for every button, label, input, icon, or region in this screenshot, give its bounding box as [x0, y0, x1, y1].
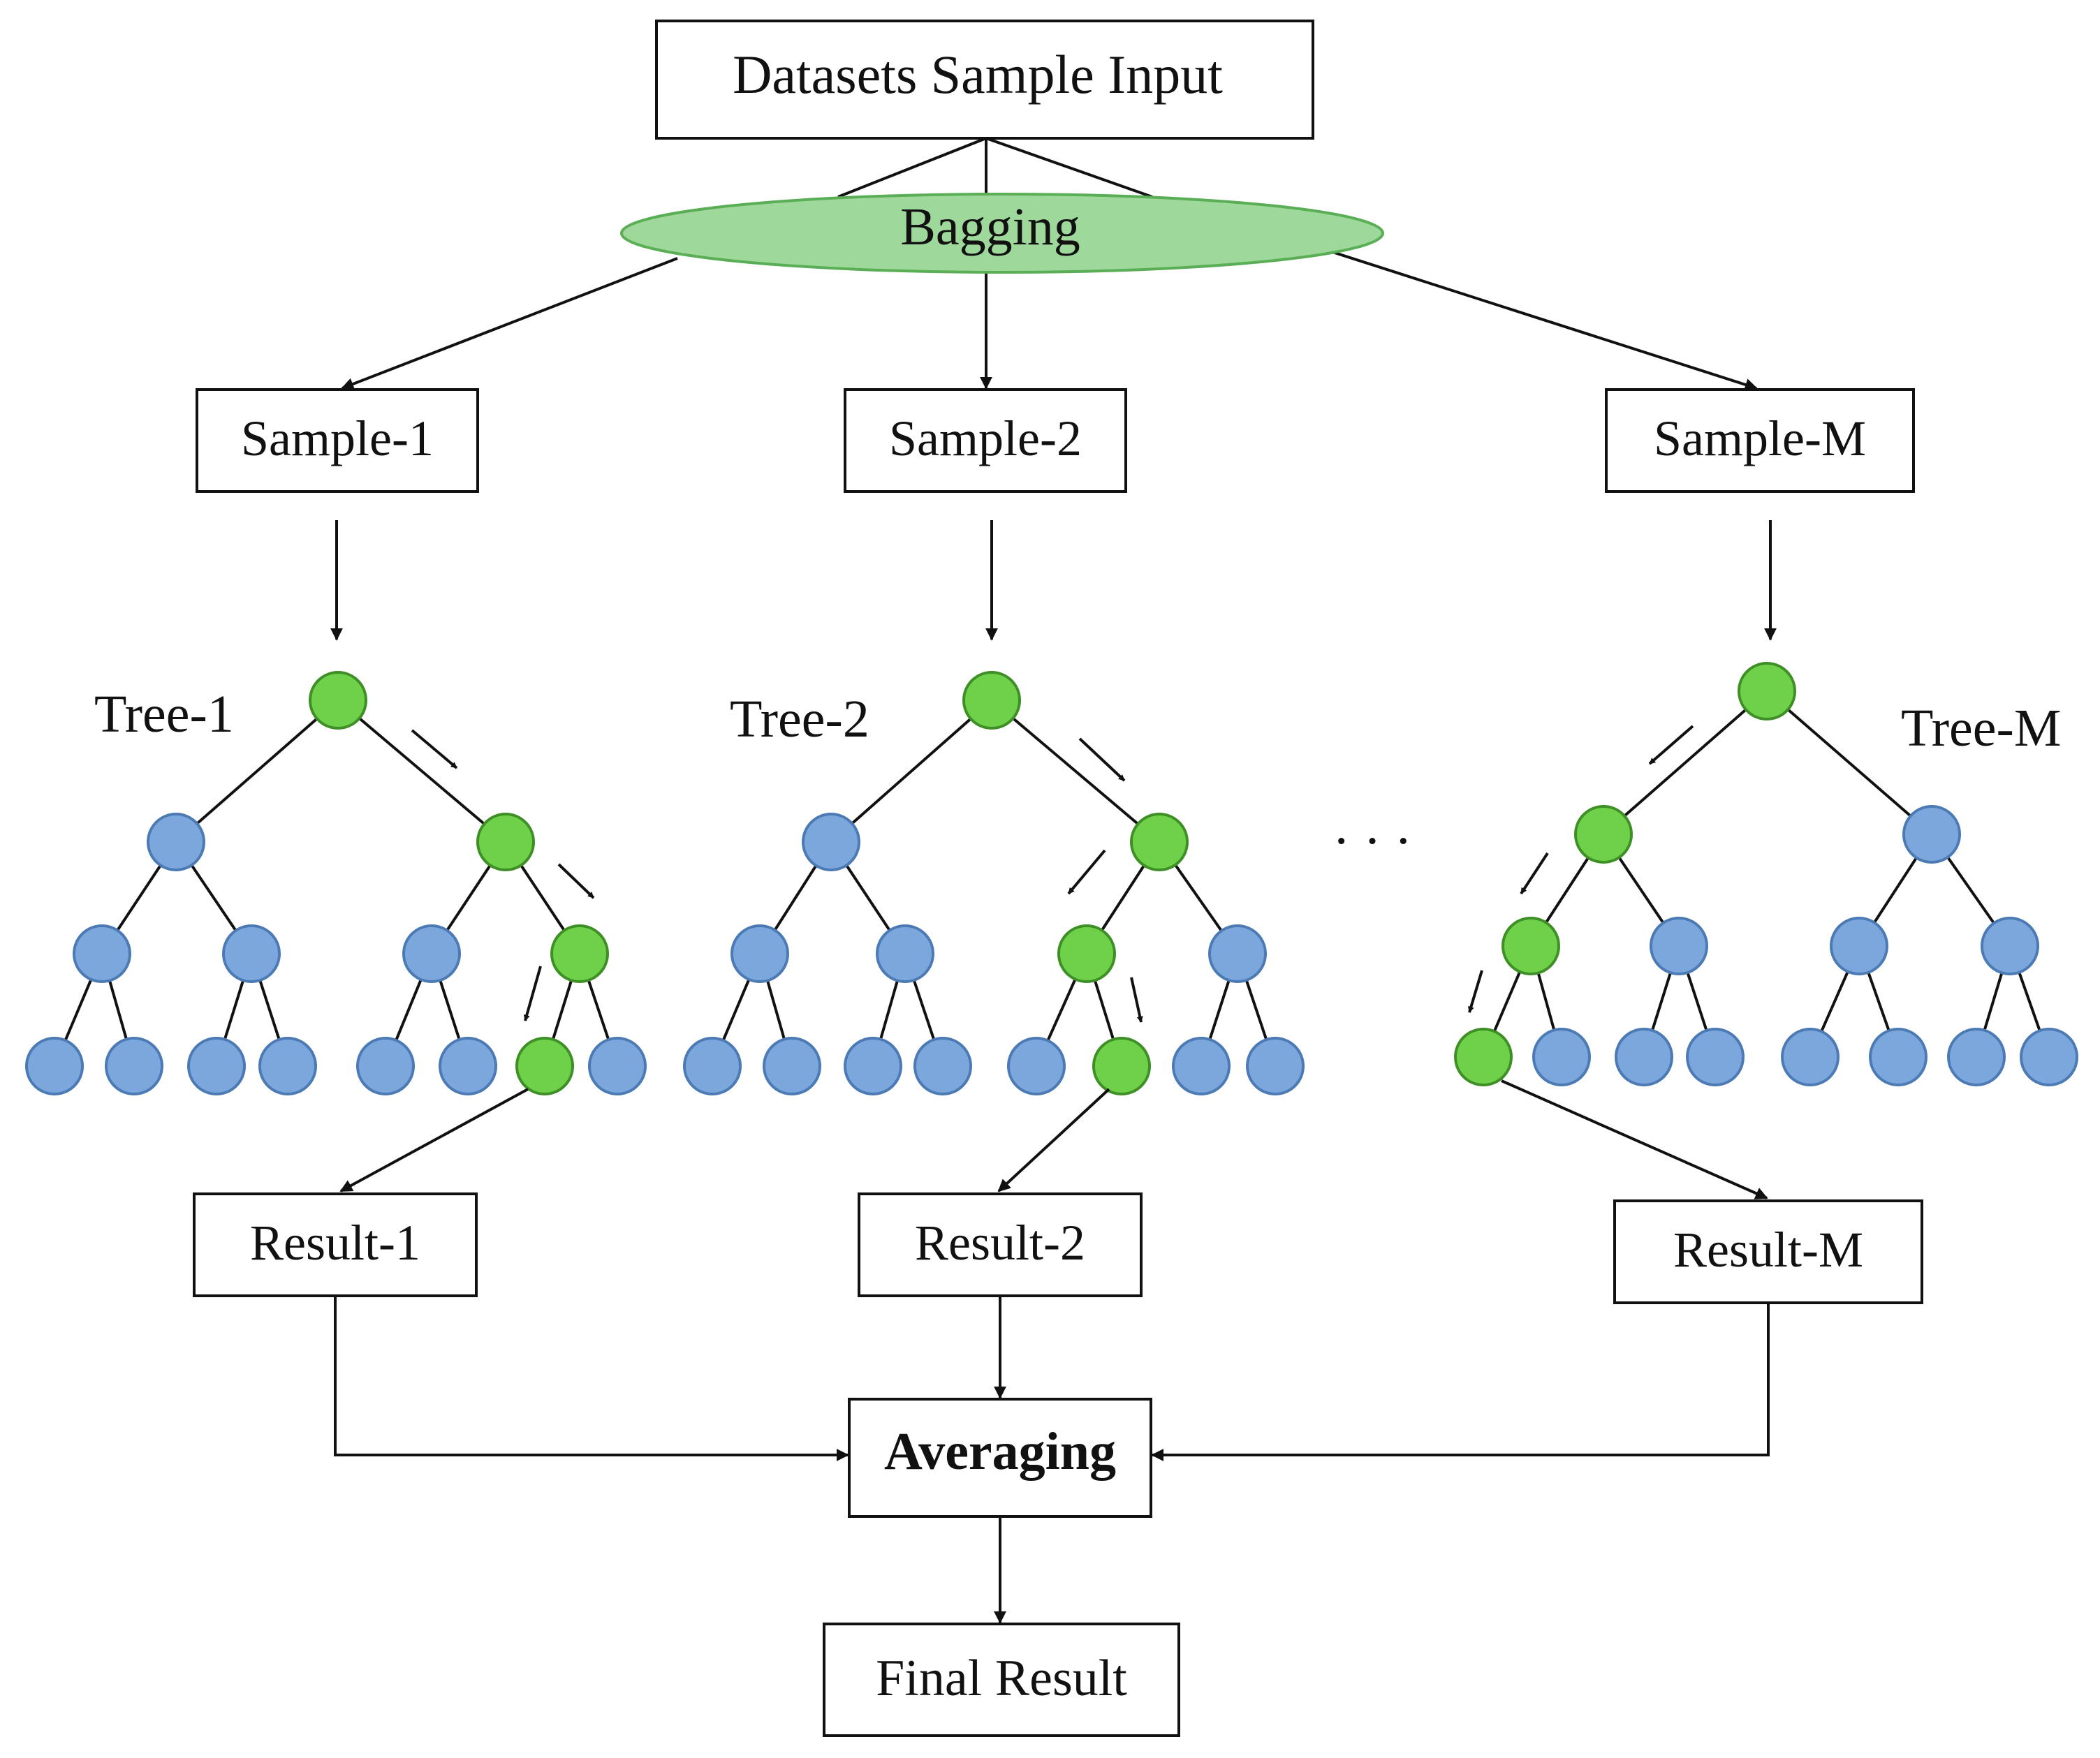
tree-2-edges [711, 699, 1277, 1067]
result-box-m: Result-M [1613, 1199, 1923, 1304]
tree-node [730, 924, 789, 983]
tree-node [222, 924, 281, 983]
tree-node-path [1738, 662, 1796, 721]
tree-leaf [105, 1037, 163, 1095]
tree-node-path [1057, 924, 1116, 983]
tree-node-path [476, 813, 535, 871]
tree-leaf-path [1092, 1037, 1151, 1095]
tree-leaf [1172, 1037, 1231, 1095]
tree-node [1650, 917, 1708, 975]
tree-leaf [1007, 1037, 1066, 1095]
connectors [330, 137, 1777, 641]
tree-node [802, 813, 860, 871]
result-label-m: Result-M [1673, 1222, 1863, 1278]
result-label-2: Result-2 [915, 1215, 1085, 1271]
datasets-input-box: Datasets Sample Input [655, 20, 1314, 140]
tree-leaf-path [1454, 1028, 1513, 1086]
tree-leaf [25, 1037, 84, 1095]
datasets-input-label: Datasets Sample Input [733, 44, 1223, 105]
tree-leaf-path [515, 1037, 574, 1095]
tree-leaf [1869, 1028, 1928, 1086]
tree-m-nodes [1454, 662, 2078, 1086]
averaging-label: Averaging [884, 1422, 1116, 1481]
tree-leaf [1246, 1037, 1305, 1095]
tree-1-nodes [25, 671, 647, 1095]
sample-box-1: Sample-1 [196, 388, 479, 493]
sample-box-2: Sample-2 [844, 388, 1127, 493]
tree-label-2: Tree-2 [730, 690, 869, 748]
result-box-1: Result-1 [193, 1192, 478, 1297]
tree-node [73, 924, 131, 983]
tree-leaf [356, 1037, 415, 1095]
tree-node-path [309, 671, 367, 730]
tree-leaf [1532, 1028, 1591, 1086]
tree-node-path [1501, 917, 1560, 975]
tree-label-1: Tree-1 [94, 685, 234, 744]
tree-node-path [1574, 805, 1633, 864]
final-result-box: Final Result [823, 1623, 1180, 1737]
sample-box-m: Sample-M [1605, 388, 1915, 493]
tree-1-path-arrows [411, 729, 595, 1021]
tree-leaf [1615, 1028, 1673, 1086]
result-label-1: Result-1 [250, 1215, 420, 1271]
tree-leaf [763, 1037, 821, 1095]
result-connectors [339, 1079, 1768, 1199]
averaging-box: Averaging [848, 1398, 1152, 1518]
sample-label-2: Sample-2 [889, 411, 1082, 466]
tree-node-path [550, 924, 609, 983]
tree-2 [683, 671, 1305, 1095]
tree-node [1208, 924, 1267, 983]
tree-leaf [439, 1037, 497, 1095]
tree-leaf [844, 1037, 902, 1095]
tree-node [147, 813, 205, 871]
tree-label-m: Tree-M [1901, 699, 2061, 758]
tree-m-path-arrows [1468, 725, 1694, 1013]
tree-2-path-arrows [1067, 737, 1143, 1023]
tree-leaf [913, 1037, 972, 1095]
tree-leaf [1686, 1028, 1745, 1086]
tree-m [1454, 662, 2078, 1086]
tree-node [876, 924, 934, 983]
sample-label-1: Sample-1 [241, 411, 434, 466]
more-trees-ellipsis: · · · [1332, 812, 1412, 871]
tree-node [1902, 805, 1961, 864]
tree-leaf [683, 1037, 742, 1095]
bagging-label: Bagging [900, 198, 1080, 256]
tree-2-nodes [683, 671, 1305, 1095]
sample-label-m: Sample-M [1654, 411, 1866, 466]
tree-leaf [1781, 1028, 1840, 1086]
tree-leaf [1947, 1028, 2006, 1086]
tree-leaf [187, 1037, 246, 1095]
tree-1-edges [53, 699, 619, 1067]
bagging-ellipse [620, 193, 1384, 274]
tree-leaf [588, 1037, 647, 1095]
bagging-node: Bagging [620, 193, 1384, 274]
final-result-label: Final Result [876, 1650, 1127, 1707]
tree-node [1830, 917, 1888, 975]
tree-node-path [1130, 813, 1189, 871]
tree-leaf [2020, 1028, 2078, 1086]
tree-node [402, 924, 461, 983]
tree-node-path [962, 671, 1021, 730]
result-box-2: Result-2 [858, 1192, 1143, 1297]
tree-leaf [258, 1037, 317, 1095]
averaging-connectors [334, 1296, 1770, 1624]
tree-1 [25, 671, 647, 1095]
tree-node [1981, 917, 2039, 975]
